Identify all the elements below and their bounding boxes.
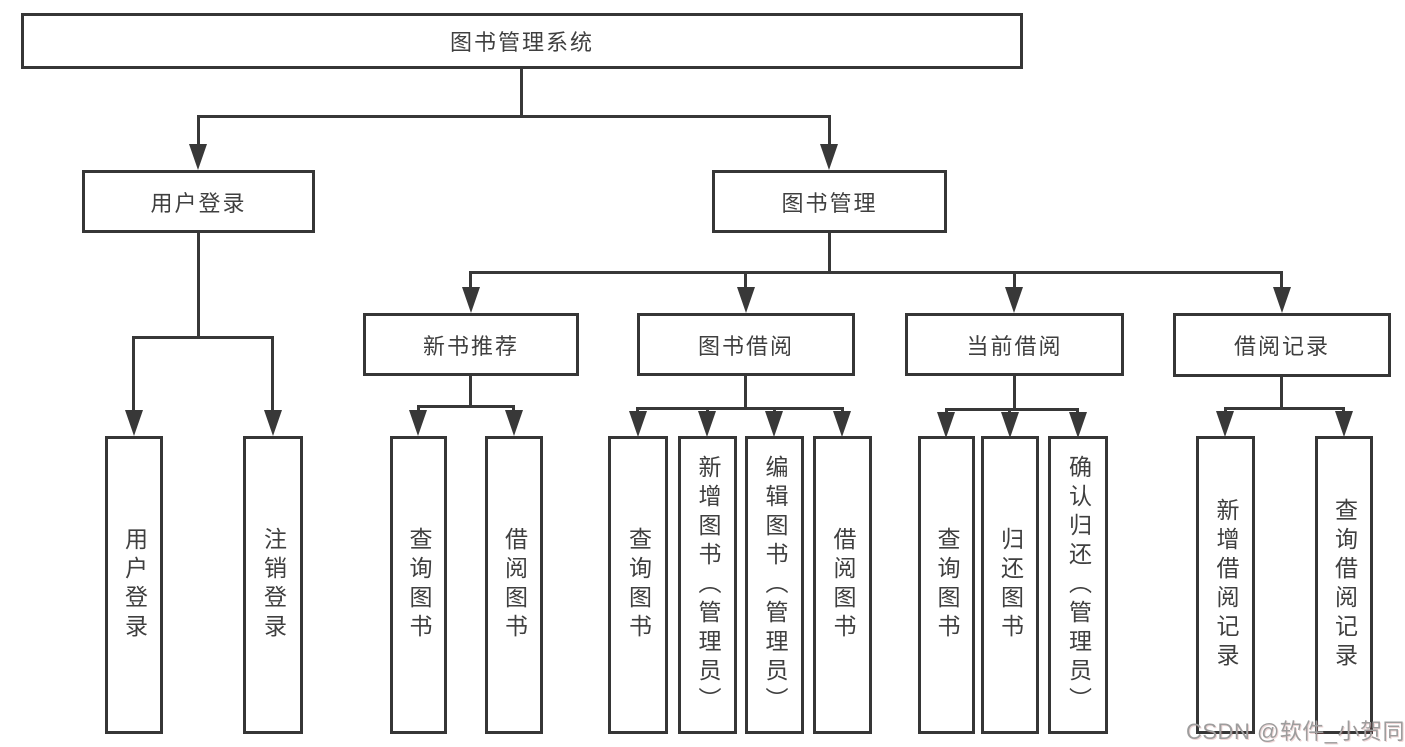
leaf-borrow-books-recommend: 借阅图书 bbox=[485, 436, 543, 734]
arrowhead-current-borrowing-icon bbox=[1005, 287, 1023, 313]
arrowhead-add-books-icon bbox=[698, 411, 716, 437]
connector-user-login-stem bbox=[197, 233, 200, 339]
connector-new-book-stem bbox=[469, 376, 472, 408]
leaf-confirm-return-admin: 确认归还（管理员） bbox=[1048, 436, 1108, 734]
leaf-borrow-books-recommend-label: 借阅图书 bbox=[501, 527, 528, 643]
leaf-borrow-books-borrowing-label: 借阅图书 bbox=[830, 527, 856, 643]
arrowhead-leaf-user-login-icon bbox=[125, 410, 143, 436]
node-book-management: 图书管理 bbox=[712, 170, 947, 233]
connector-current-borrowing-branch bbox=[945, 408, 1079, 411]
leaf-confirm-return-admin-label: 确认归还（管理员） bbox=[1065, 454, 1092, 716]
node-user-login: 用户登录 bbox=[82, 170, 315, 233]
arrowhead-new-book-icon bbox=[462, 287, 480, 313]
arrowhead-confirm-return-icon bbox=[1069, 412, 1087, 438]
connector-book-borrowing-branch bbox=[636, 407, 843, 410]
node-current-borrowing-label: 当前借阅 bbox=[966, 333, 1063, 359]
connector-borrowing-records-branch bbox=[1224, 407, 1345, 410]
arrowhead-user-login-icon bbox=[189, 144, 207, 170]
leaf-add-borrow-record-label: 新增借阅记录 bbox=[1213, 498, 1239, 672]
leaf-query-borrow-record: 查询借阅记录 bbox=[1315, 436, 1373, 734]
arrowhead-add-record-icon bbox=[1216, 411, 1234, 437]
leaf-add-books-admin-label: 新增图书（管理员） bbox=[695, 454, 721, 716]
leaf-user-login-label: 用户登录 bbox=[121, 527, 148, 643]
leaf-query-books-current: 查询图书 bbox=[918, 436, 975, 734]
arrowhead-leaf-logout-icon bbox=[264, 410, 282, 436]
node-book-management-label: 图书管理 bbox=[781, 190, 878, 216]
node-book-borrowing: 图书借阅 bbox=[637, 313, 855, 376]
leaf-add-borrow-record: 新增借阅记录 bbox=[1196, 436, 1255, 734]
leaf-logout: 注销登录 bbox=[243, 436, 303, 734]
leaf-query-books-current-label: 查询图书 bbox=[934, 527, 960, 643]
leaf-logout-label: 注销登录 bbox=[260, 527, 287, 643]
node-current-borrowing: 当前借阅 bbox=[905, 313, 1124, 376]
node-library-system-label: 图书管理系统 bbox=[449, 30, 594, 55]
leaf-return-books: 归还图书 bbox=[981, 436, 1039, 734]
arrowhead-query-books-1-icon bbox=[409, 410, 427, 436]
arrowhead-query-books-3-icon bbox=[937, 412, 955, 438]
connector-arm-query-books-1 bbox=[417, 405, 420, 414]
connector-arm-user-login bbox=[197, 115, 200, 147]
node-borrowing-records-label: 借阅记录 bbox=[1233, 334, 1330, 359]
csdn-watermark: CSDN @软件_小贺同学 bbox=[1186, 719, 1405, 744]
node-user-login-label: 用户登录 bbox=[150, 190, 247, 216]
connector-borrowing-records-stem bbox=[1280, 377, 1283, 410]
connector-arm-book-management bbox=[828, 115, 831, 147]
arrowhead-borrow-books-1-icon bbox=[505, 410, 523, 436]
node-library-system: 图书管理系统 bbox=[21, 13, 1023, 69]
leaf-edit-books-admin-label: 编辑图书（管理员） bbox=[762, 454, 788, 716]
leaf-edit-books-admin: 编辑图书（管理员） bbox=[745, 436, 804, 734]
leaf-query-borrow-record-label: 查询借阅记录 bbox=[1331, 498, 1358, 672]
connector-current-borrowing-stem bbox=[1013, 376, 1016, 411]
connector-root-stem bbox=[520, 69, 523, 118]
connector-arm-book-borrowing bbox=[744, 271, 747, 290]
connector-arm-current-borrowing bbox=[1013, 271, 1016, 290]
node-new-book-recommendation-label: 新书推荐 bbox=[422, 333, 519, 359]
leaf-borrow-books-borrowing: 借阅图书 bbox=[813, 436, 872, 734]
arrowhead-borrowing-records-icon bbox=[1273, 287, 1291, 313]
node-book-borrowing-label: 图书借阅 bbox=[697, 333, 794, 359]
arrowhead-book-management-icon bbox=[820, 144, 838, 170]
connector-arm-borrowing-records bbox=[1280, 271, 1283, 290]
connector-new-book-branch bbox=[417, 405, 515, 408]
connector-arm-leaf-logout bbox=[271, 336, 274, 413]
leaf-add-books-admin: 新增图书（管理员） bbox=[678, 436, 737, 734]
arrowhead-query-books-2-icon bbox=[629, 411, 647, 437]
leaf-return-books-label: 归还图书 bbox=[997, 527, 1024, 643]
leaf-query-books-recommend: 查询图书 bbox=[390, 436, 447, 734]
arrowhead-query-record-icon bbox=[1335, 411, 1353, 437]
leaf-query-books-borrowing-label: 查询图书 bbox=[625, 527, 652, 643]
arrowhead-edit-books-icon bbox=[765, 411, 783, 437]
leaf-query-books-recommend-label: 查询图书 bbox=[406, 527, 432, 643]
leaf-query-books-borrowing: 查询图书 bbox=[608, 436, 668, 734]
connector-root-branch bbox=[197, 115, 831, 118]
node-borrowing-records: 借阅记录 bbox=[1173, 313, 1391, 377]
arrowhead-book-borrowing-icon bbox=[737, 287, 755, 313]
connector-arm-leaf-user-login bbox=[132, 336, 135, 413]
connector-book-management-stem bbox=[828, 233, 831, 274]
connector-book-management-branch bbox=[469, 271, 1283, 274]
arrowhead-return-books-icon bbox=[1001, 412, 1019, 438]
connector-user-login-branch bbox=[133, 336, 274, 339]
node-new-book-recommendation: 新书推荐 bbox=[363, 313, 579, 376]
arrowhead-borrow-books-2-icon bbox=[833, 411, 851, 437]
connector-arm-new-book bbox=[469, 271, 472, 290]
connector-book-borrowing-stem bbox=[744, 376, 747, 410]
leaf-user-login: 用户登录 bbox=[105, 436, 163, 734]
connector-arm-borrow-books-1 bbox=[512, 405, 515, 414]
